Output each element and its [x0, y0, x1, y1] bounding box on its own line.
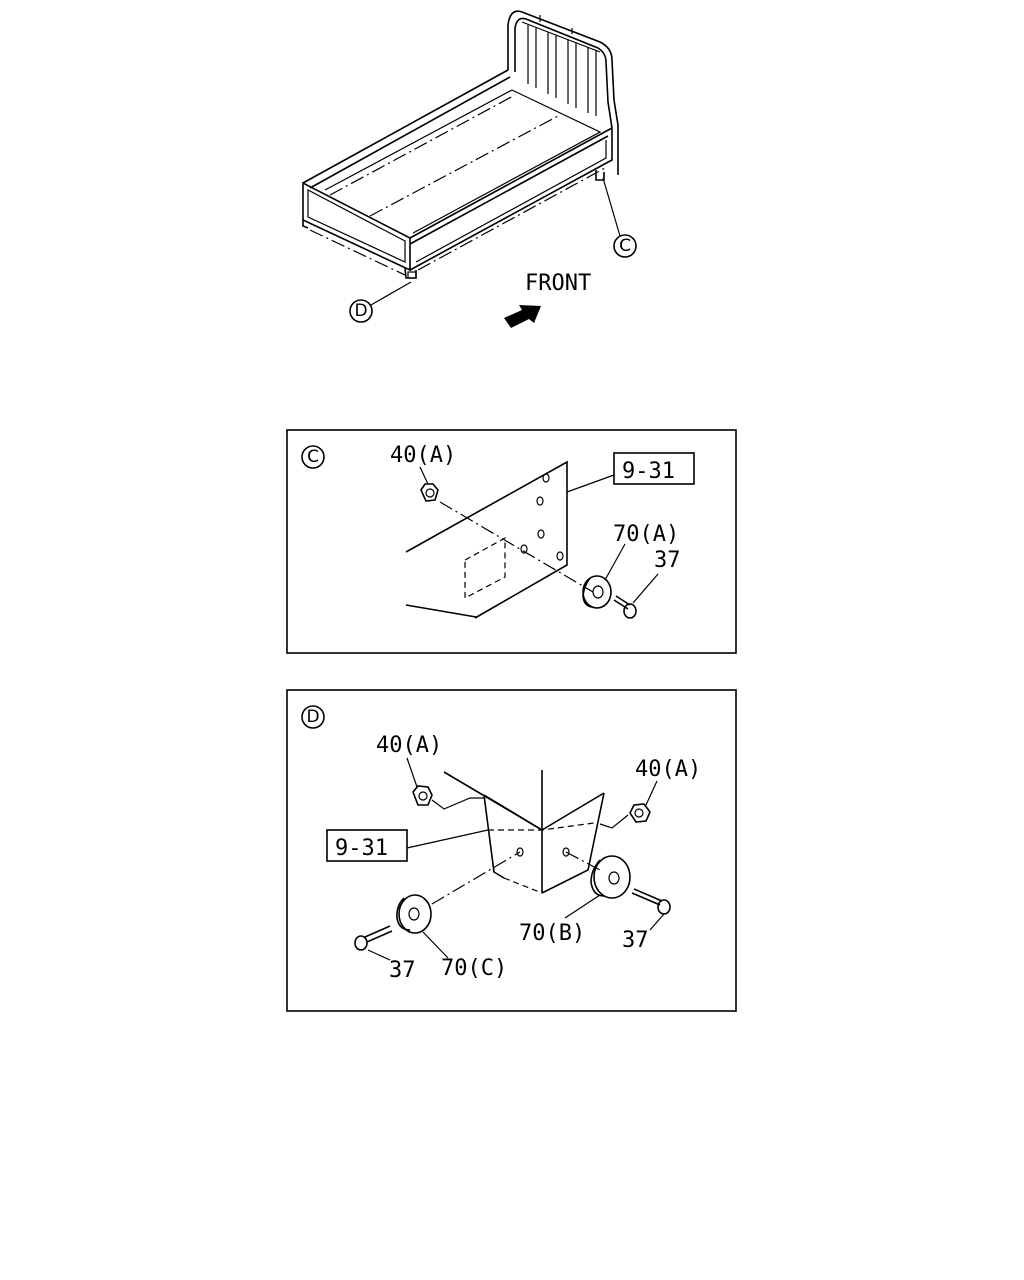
mount-70c-icon [396, 894, 432, 934]
nut-40a-left-icon [412, 785, 485, 810]
svg-text:9-31: 9-31 [622, 459, 675, 484]
detail-d-frame [286, 689, 737, 1012]
svg-text:C: C [619, 236, 631, 256]
mount-70a-icon [582, 575, 612, 609]
label-40a: 40(A) [390, 443, 456, 468]
front-arrow-icon [504, 305, 541, 328]
label-37-left: 37 [389, 958, 416, 983]
detail-d-view-letter: D [306, 707, 319, 727]
label-70c: 70(C) [441, 956, 507, 981]
detail-c-panel: C 40(A) [286, 429, 737, 654]
truck-bed-overview: C D FRONT [302, 10, 637, 328]
bolt-37-right-icon [631, 888, 671, 915]
label-70b: 70(B) [519, 921, 585, 946]
detail-c-frame [286, 429, 737, 654]
headboard [507, 10, 619, 175]
bolt-37-icon [613, 595, 637, 619]
front-label: FRONT [525, 271, 591, 296]
detail-d-panel: D [286, 689, 737, 1012]
ref-9-31-c: 9-31 [566, 452, 695, 493]
nut-40a-right-icon [599, 803, 651, 829]
callout-c: C [602, 177, 637, 258]
detail-c-view-letter: C [307, 447, 319, 467]
bed-body [302, 69, 613, 279]
bracket-plate-c [405, 460, 568, 619]
bolt-37-left-icon [354, 925, 393, 951]
label-40a-right: 40(A) [635, 757, 701, 782]
svg-text:9-31: 9-31 [335, 836, 388, 861]
callout-d: D [349, 281, 412, 323]
mount-70b-icon [590, 855, 631, 899]
label-37-right: 37 [622, 928, 649, 953]
label-37-c: 37 [654, 548, 681, 573]
bracket-plate-d [443, 770, 605, 894]
nut-40a-icon [420, 483, 439, 502]
ref-9-31-d: 9-31 [326, 829, 489, 862]
label-40a-left: 40(A) [376, 733, 442, 758]
svg-text:D: D [354, 301, 367, 321]
label-70a: 70(A) [613, 522, 679, 547]
